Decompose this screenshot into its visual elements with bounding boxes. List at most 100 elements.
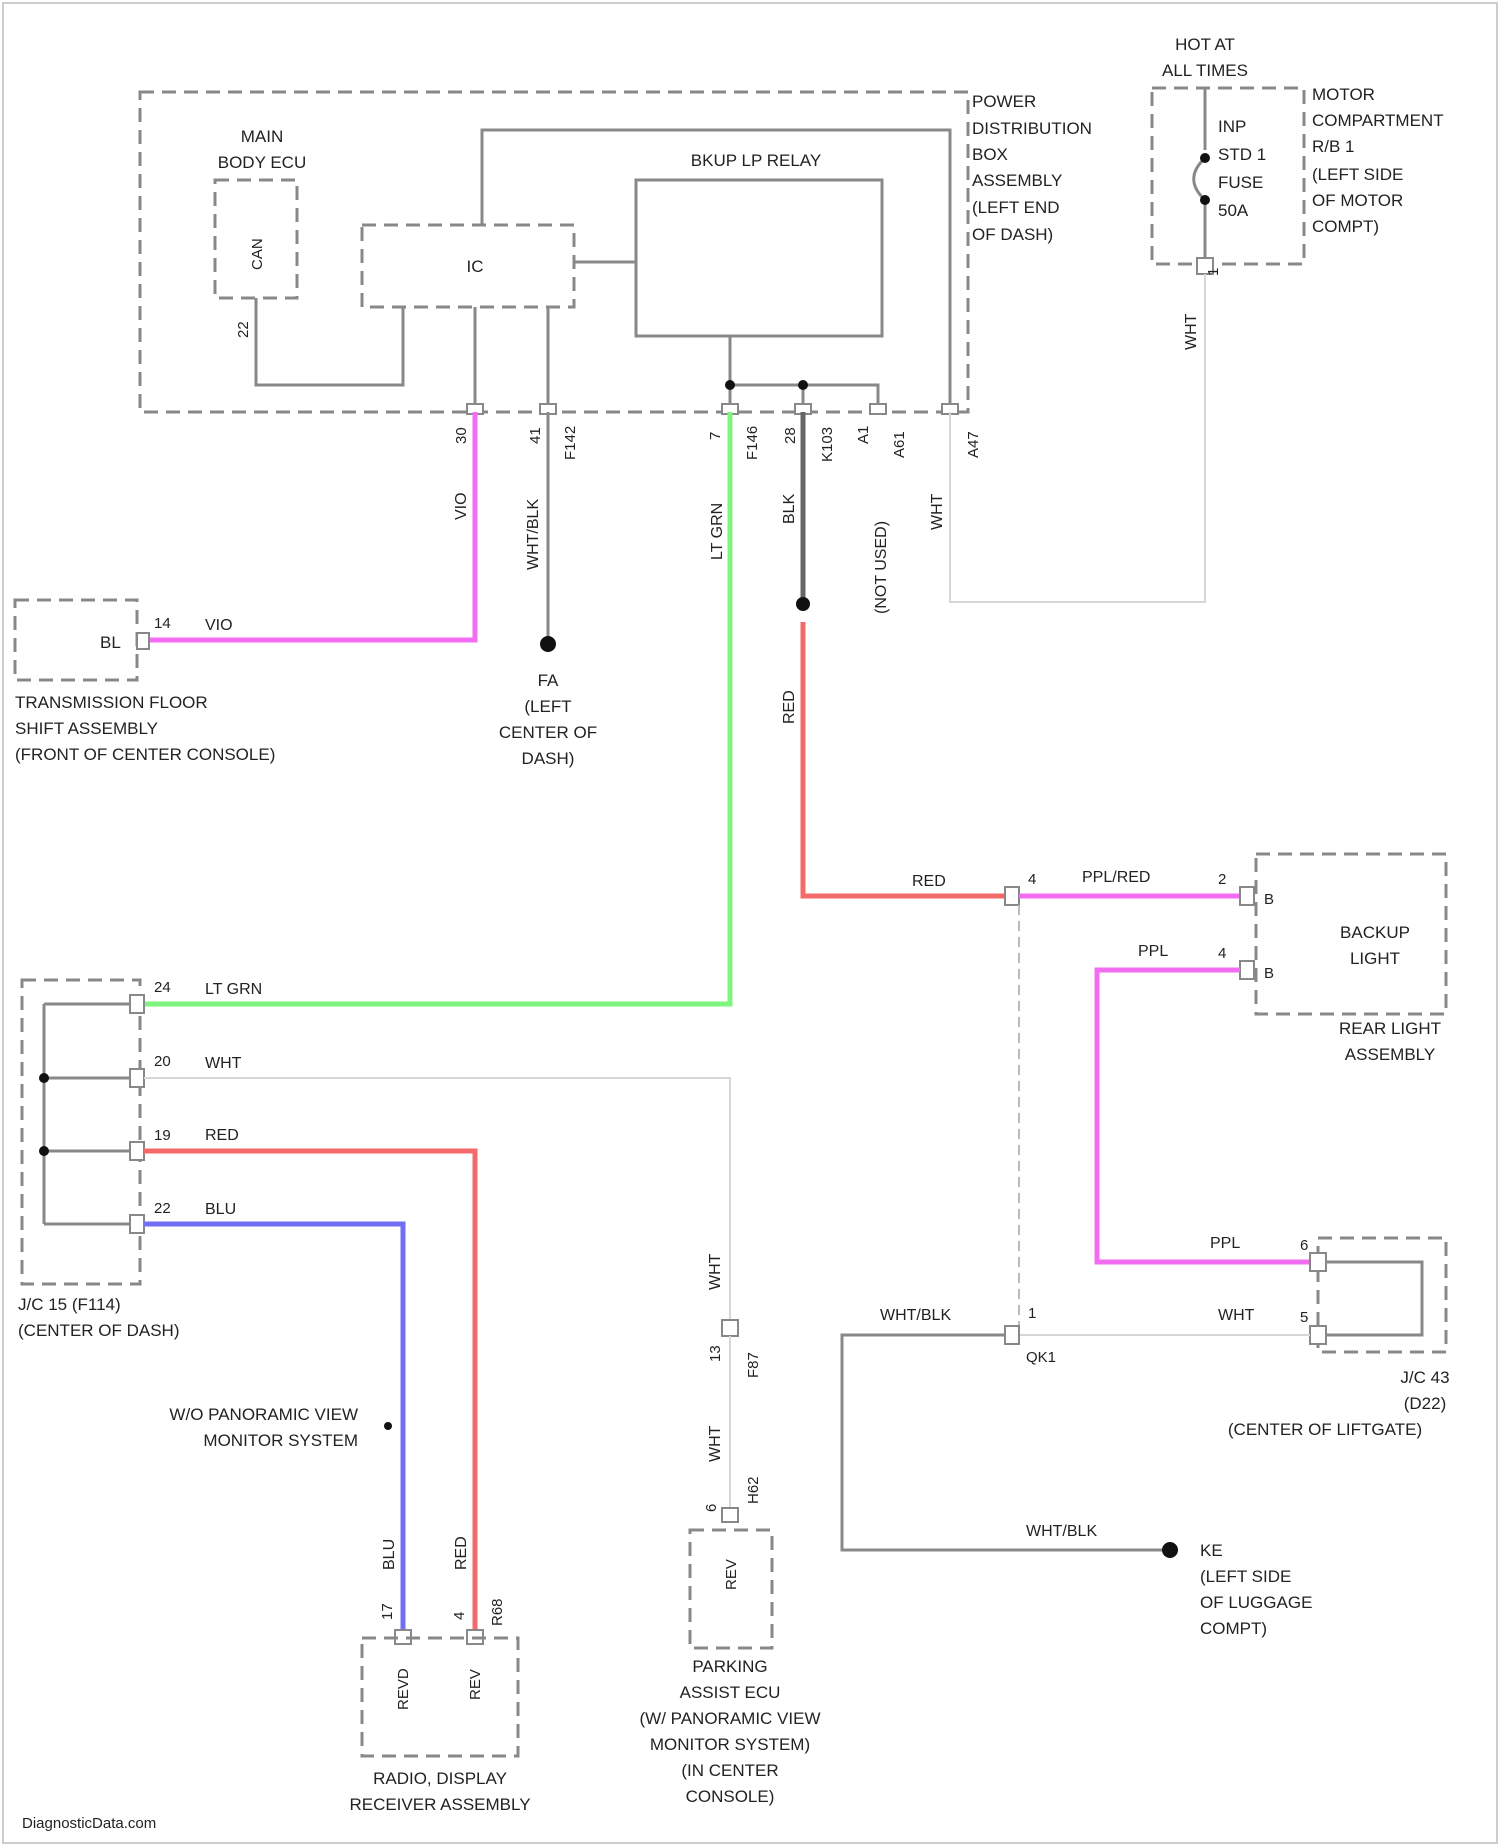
j-connector-1 (1005, 887, 1019, 905)
jc43-label: J/C 43 (D22) (CENTER OF LIFTGATE) (1228, 1368, 1450, 1439)
svg-text:(LEFT SIDE: (LEFT SIDE (1312, 165, 1403, 184)
hot-at-all-times-2: ALL TIMES (1162, 61, 1248, 80)
ppl-wire-label-top: PPL (1138, 943, 1168, 960)
pk-pin-6: 6 (703, 1504, 720, 1512)
wht-parking-wire-label-v2: WHT (707, 1425, 724, 1462)
pk-connector-1 (722, 1320, 738, 1336)
svg-text:KE: KE (1200, 1541, 1223, 1560)
lt-grn-wire-label-v: LT GRN (709, 503, 726, 560)
main-body-ecu-pin-can: CAN (249, 238, 266, 270)
svg-text:(LEFT: (LEFT (524, 697, 571, 716)
pdb-pin-28: 28 (782, 427, 799, 444)
wo-panoramic-label-1: W/O PANORAMIC VIEW (169, 1405, 358, 1424)
wht-blk-ke-label-1: WHT/BLK (880, 1307, 951, 1324)
pk-conn-f87: F87 (745, 1352, 762, 1378)
jc15-dot-1 (39, 1073, 49, 1083)
radio-label-2: RECEIVER ASSEMBLY (349, 1795, 530, 1814)
not-used-label: (NOT USED) (873, 521, 890, 614)
parking-assist-label: PARKING ASSIST ECU (W/ PANORAMIC VIEW MO… (639, 1657, 820, 1806)
blu-radio-wire (144, 1224, 403, 1630)
blk-wire-label: BLK (781, 493, 798, 524)
svg-text:(LEFT SIDE: (LEFT SIDE (1200, 1567, 1291, 1586)
svg-text:INP: INP (1218, 117, 1246, 136)
svg-text:R/B 1: R/B 1 (1312, 137, 1355, 156)
svg-text:ASSEMBLY: ASSEMBLY (972, 171, 1062, 190)
pdb-connector-markers (467, 404, 958, 414)
fuse-dot-bottom (1200, 195, 1210, 205)
red-radio-label-h: RED (205, 1127, 239, 1144)
svg-text:PARKING: PARKING (692, 1657, 767, 1676)
motor-compartment-label: MOTOR COMPARTMENT R/B 1 (LEFT SIDE OF MO… (1312, 85, 1444, 236)
jc43-internal (1326, 1262, 1422, 1335)
radio-pin-17: 17 (379, 1603, 396, 1620)
jc15-label-2: (CENTER OF DASH) (18, 1321, 180, 1340)
j-conn-qk1: QK1 (1026, 1349, 1056, 1366)
jc43-pin-5: 5 (1300, 1309, 1308, 1326)
blu-radio-label-v: BLU (381, 1539, 398, 1570)
svg-text:CONSOLE): CONSOLE) (686, 1787, 775, 1806)
radio-label-1: RADIO, DISPLAY (373, 1769, 507, 1788)
rl-conn-b2: B (1264, 965, 1274, 982)
red-backup-wire (803, 622, 1005, 896)
ecu-pin-22: 22 (235, 321, 252, 338)
pdb-pin-41: 41 (527, 427, 544, 444)
main-body-ecu-label-2: BODY ECU (218, 153, 307, 172)
wht-a47-wire (950, 274, 1205, 602)
svg-text:BOX: BOX (972, 145, 1008, 164)
svg-text:(FRONT OF CENTER CONSOLE): (FRONT OF CENTER CONSOLE) (15, 745, 275, 764)
svg-text:FA: FA (538, 671, 559, 690)
svg-text:ASSIST ECU: ASSIST ECU (680, 1683, 781, 1702)
svg-text:(D22): (D22) (1404, 1394, 1447, 1413)
shift-pin-14: 14 (154, 615, 171, 632)
red-radio-label-v: RED (453, 1536, 470, 1570)
backup-light-label-2: LIGHT (1350, 949, 1400, 968)
bkup-lp-relay-label: BKUP LP RELAY (691, 151, 821, 170)
vio-wire (145, 412, 475, 640)
svg-text:50A: 50A (1218, 201, 1249, 220)
svg-text:FUSE: FUSE (1218, 173, 1263, 192)
ground-ke-label: KE (LEFT SIDE OF LUGGAGE COMPT) (1200, 1541, 1312, 1638)
pdb-pin-30: 30 (453, 427, 470, 444)
svg-text:OF LUGGAGE: OF LUGGAGE (1200, 1593, 1312, 1612)
rear-light-label-2: ASSEMBLY (1345, 1045, 1435, 1064)
svg-text:DASH): DASH) (522, 749, 575, 768)
radio-conn-r68: R68 (489, 1598, 506, 1626)
red-wire-label-h: RED (912, 873, 946, 890)
radio-display-receiver-box (362, 1638, 518, 1756)
jc15-pin-19: 19 (154, 1127, 171, 1144)
fuse-wire-label-wht: WHT (1183, 313, 1200, 350)
ground-ke-dot (1162, 1542, 1178, 1558)
rl-connector-b1 (1240, 887, 1254, 905)
pdb-pin-a47: A47 (965, 431, 982, 458)
wht-parking-wire-label-h: WHT (205, 1055, 242, 1072)
jc15-label-1: J/C 15 (F114) (18, 1295, 121, 1314)
jc15-pin-20: 20 (154, 1053, 171, 1070)
j-pin-4: 4 (1028, 871, 1036, 888)
svg-text:DISTRIBUTION: DISTRIBUTION (972, 119, 1092, 138)
pdb-conn-f146: F146 (744, 426, 761, 460)
wht-blk-ke-label-2: WHT/BLK (1026, 1523, 1097, 1540)
blu-radio-label-h: BLU (205, 1201, 236, 1218)
shift-assembly-label: TRANSMISSION FLOOR SHIFT ASSEMBLY (FRONT… (15, 693, 275, 764)
jc43-connector-5 (1310, 1326, 1326, 1344)
lt-grn-wire (142, 412, 730, 1004)
rl-connector-b2 (1240, 961, 1254, 979)
rear-light-label-1: REAR LIGHT (1339, 1019, 1441, 1038)
svg-text:(LEFT END: (LEFT END (972, 198, 1060, 217)
fuse-label: INP STD 1 FUSE 50A (1218, 117, 1266, 220)
pdb-conn-a61: A61 (891, 431, 908, 458)
ground-fa-label: FA (LEFT CENTER OF DASH) (499, 671, 597, 768)
wht-parking-wire (144, 1078, 730, 1320)
svg-text:POWER: POWER (972, 92, 1036, 111)
rl-pin-2: 2 (1218, 871, 1226, 888)
ground-fa-dot (540, 636, 556, 652)
pdb-conn-k103: K103 (819, 427, 836, 462)
ppl-wire-label-bottom: PPL (1210, 1235, 1240, 1252)
pdb-top-feed-wire (482, 130, 950, 410)
vio-wire-label-h: VIO (205, 617, 233, 634)
shift-inner-label: BL (100, 633, 121, 652)
backup-light-label-1: BACKUP (1340, 923, 1410, 942)
wo-panoramic-dot (384, 1422, 392, 1430)
jc15-dot-2 (39, 1146, 49, 1156)
rl-conn-b1: B (1264, 891, 1274, 908)
